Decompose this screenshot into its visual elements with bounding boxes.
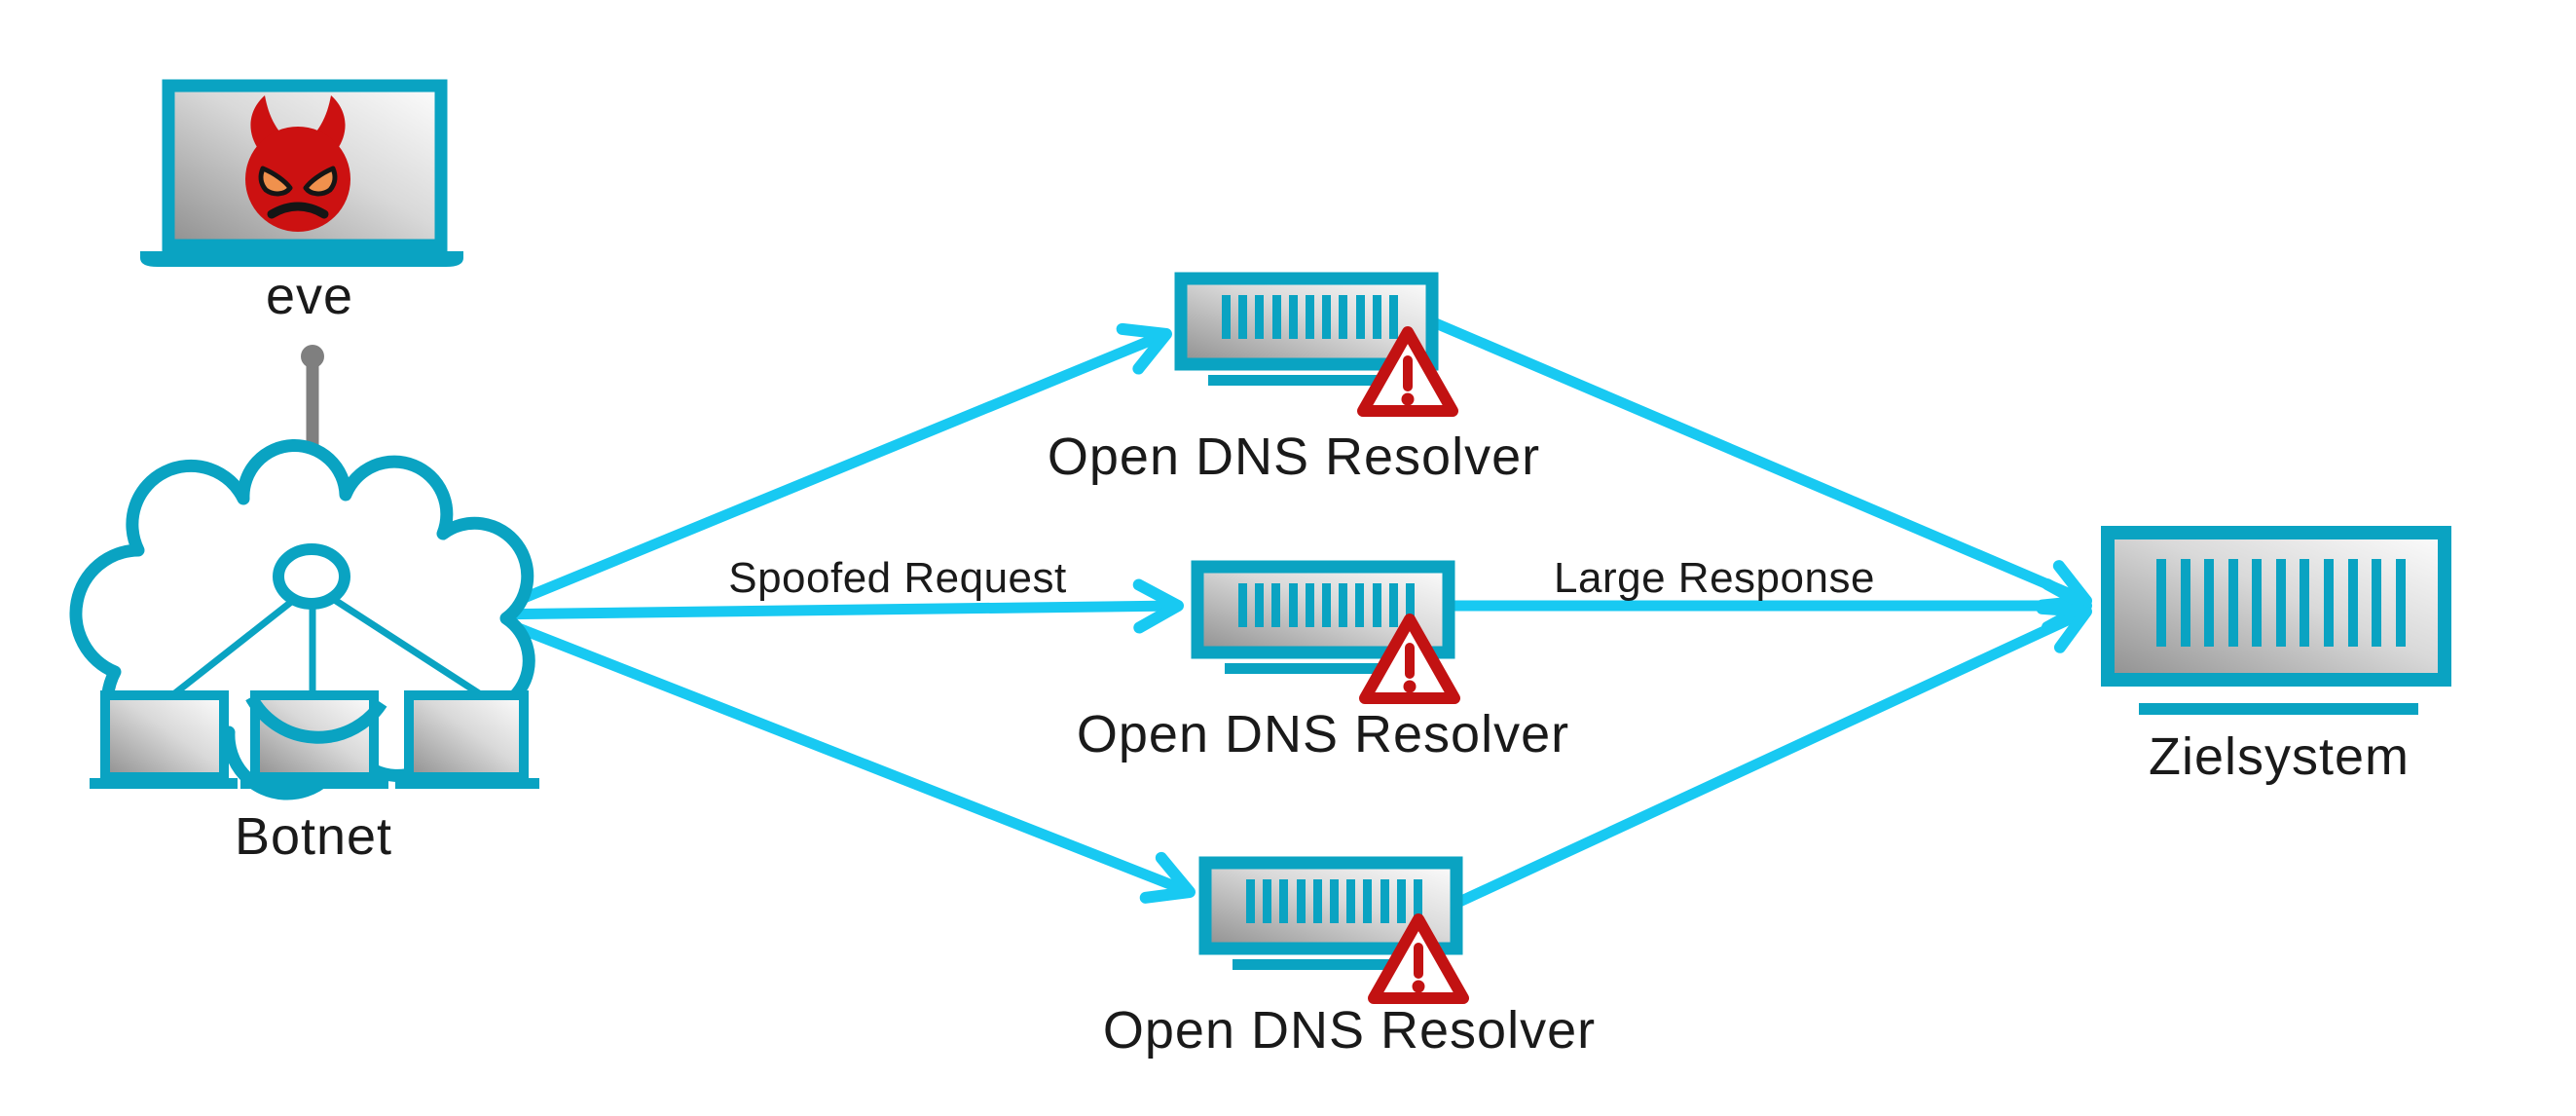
resolver-node-bottom: Open DNS Resolver [1103, 863, 1596, 1060]
resolver-label: Open DNS Resolver [1103, 1001, 1596, 1060]
spoofed-request-arrow-bottom [478, 609, 1196, 904]
bot-laptop-icon [395, 690, 539, 789]
large-response-arrow-top [1425, 316, 2092, 612]
devil-face-icon [245, 95, 350, 232]
devil-frown [267, 202, 329, 219]
botnet-label: Botnet [235, 807, 392, 866]
target-node: Zielsystem [2101, 526, 2451, 786]
devil-right-eye [303, 166, 338, 197]
resolver-node-middle: Open DNS Resolver [1077, 567, 1569, 763]
attacker-node: eve [140, 79, 463, 325]
cloud-bottom-arc [245, 693, 387, 744]
spoofed-request-arrow-top [478, 322, 1172, 620]
target-label: Zielsystem [2149, 727, 2410, 786]
target-server-icon [2101, 526, 2451, 715]
large-response-arrow-bottom [1452, 602, 2092, 909]
devil-left-eye [258, 166, 293, 197]
network-hub-icon [165, 543, 484, 703]
resolver-node-top: Open DNS Resolver [1048, 279, 1540, 486]
spoofed-request-arrow-middle [478, 578, 1184, 634]
edge-arrows [478, 316, 2092, 909]
resolver-label: Open DNS Resolver [1048, 428, 1540, 486]
bot-laptop-icon [90, 690, 238, 789]
large-response-label: Large Response [1554, 554, 1875, 602]
botnet-node: Botnet [69, 439, 539, 866]
resolver-label: Open DNS Resolver [1077, 705, 1569, 763]
spoofed-request-label: Spoofed Request [728, 554, 1067, 602]
attacker-label: eve [266, 267, 353, 325]
